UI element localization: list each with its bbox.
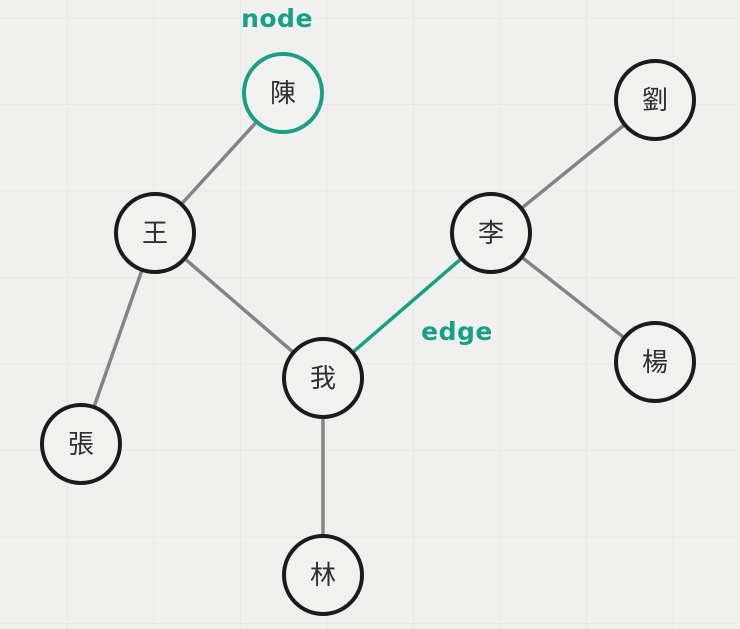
graph-node-label-lin: 林 <box>310 561 336 591</box>
graph-node-wang[interactable] <box>114 192 196 274</box>
graph-node-li[interactable] <box>450 192 532 274</box>
graph-node-label-wang: 王 <box>142 219 168 249</box>
graph-node-label-liu: 劉 <box>642 86 668 116</box>
graph-node-me[interactable] <box>282 337 364 419</box>
edge-annotation: edge <box>421 317 493 346</box>
graph-node-label-me: 我 <box>310 364 336 394</box>
graph-node-label-zhang: 張 <box>68 430 94 460</box>
graph-node-label-li: 李 <box>478 219 504 249</box>
graph-node-zhang[interactable] <box>40 403 122 485</box>
graph-node-label-chen: 陳 <box>270 79 296 109</box>
node-annotation: node <box>241 4 313 33</box>
graph-node-liu[interactable] <box>614 59 696 141</box>
graph-node-lin[interactable] <box>282 534 364 616</box>
graph-node-label-yang: 楊 <box>642 348 668 378</box>
graph-node-chen[interactable] <box>242 52 324 134</box>
graph-node-yang[interactable] <box>614 321 696 403</box>
